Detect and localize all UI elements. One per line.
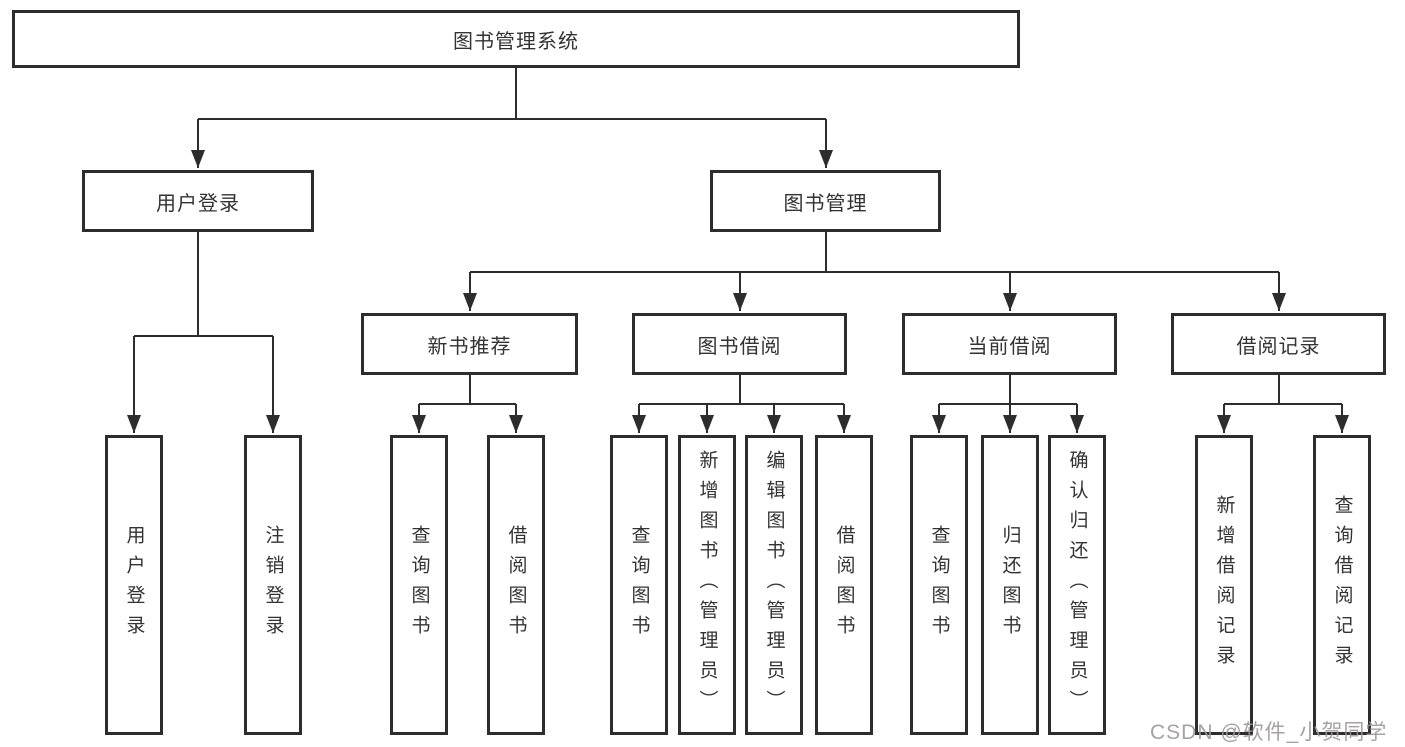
node-user-login: 用户登录 (82, 170, 314, 232)
leaf-edit-books-admin: 编辑图书（管理员） (745, 435, 803, 735)
leaf-borrow-books-recommend: 借阅图书 (487, 435, 545, 735)
node-book-management: 图书管理 (710, 170, 941, 232)
leaf-logout: 注销登录 (244, 435, 302, 735)
leaf-query-borrow-record: 查询借阅记录 (1313, 435, 1371, 735)
leaf-add-borrow-record: 新增借阅记录 (1195, 435, 1253, 735)
leaf-user-login: 用户登录 (105, 435, 163, 735)
node-borrowing-records: 借阅记录 (1171, 313, 1386, 375)
leaf-query-books-current: 查询图书 (910, 435, 968, 735)
node-new-book-recommendation: 新书推荐 (361, 313, 578, 375)
node-book-borrowing: 图书借阅 (632, 313, 847, 375)
leaf-confirm-return-admin: 确认归还（管理员） (1048, 435, 1106, 735)
leaf-query-books-borrow: 查询图书 (610, 435, 668, 735)
leaf-return-books: 归还图书 (981, 435, 1039, 735)
csdn-watermark: CSDN @软件_小贺同学 (1150, 721, 1388, 744)
leaf-query-books-recommend: 查询图书 (390, 435, 448, 735)
node-current-borrowing: 当前借阅 (902, 313, 1117, 375)
leaf-add-books-admin: 新增图书（管理员） (678, 435, 736, 735)
leaf-borrow-books: 借阅图书 (815, 435, 873, 735)
node-library-management-system: 图书管理系统 (12, 10, 1020, 68)
